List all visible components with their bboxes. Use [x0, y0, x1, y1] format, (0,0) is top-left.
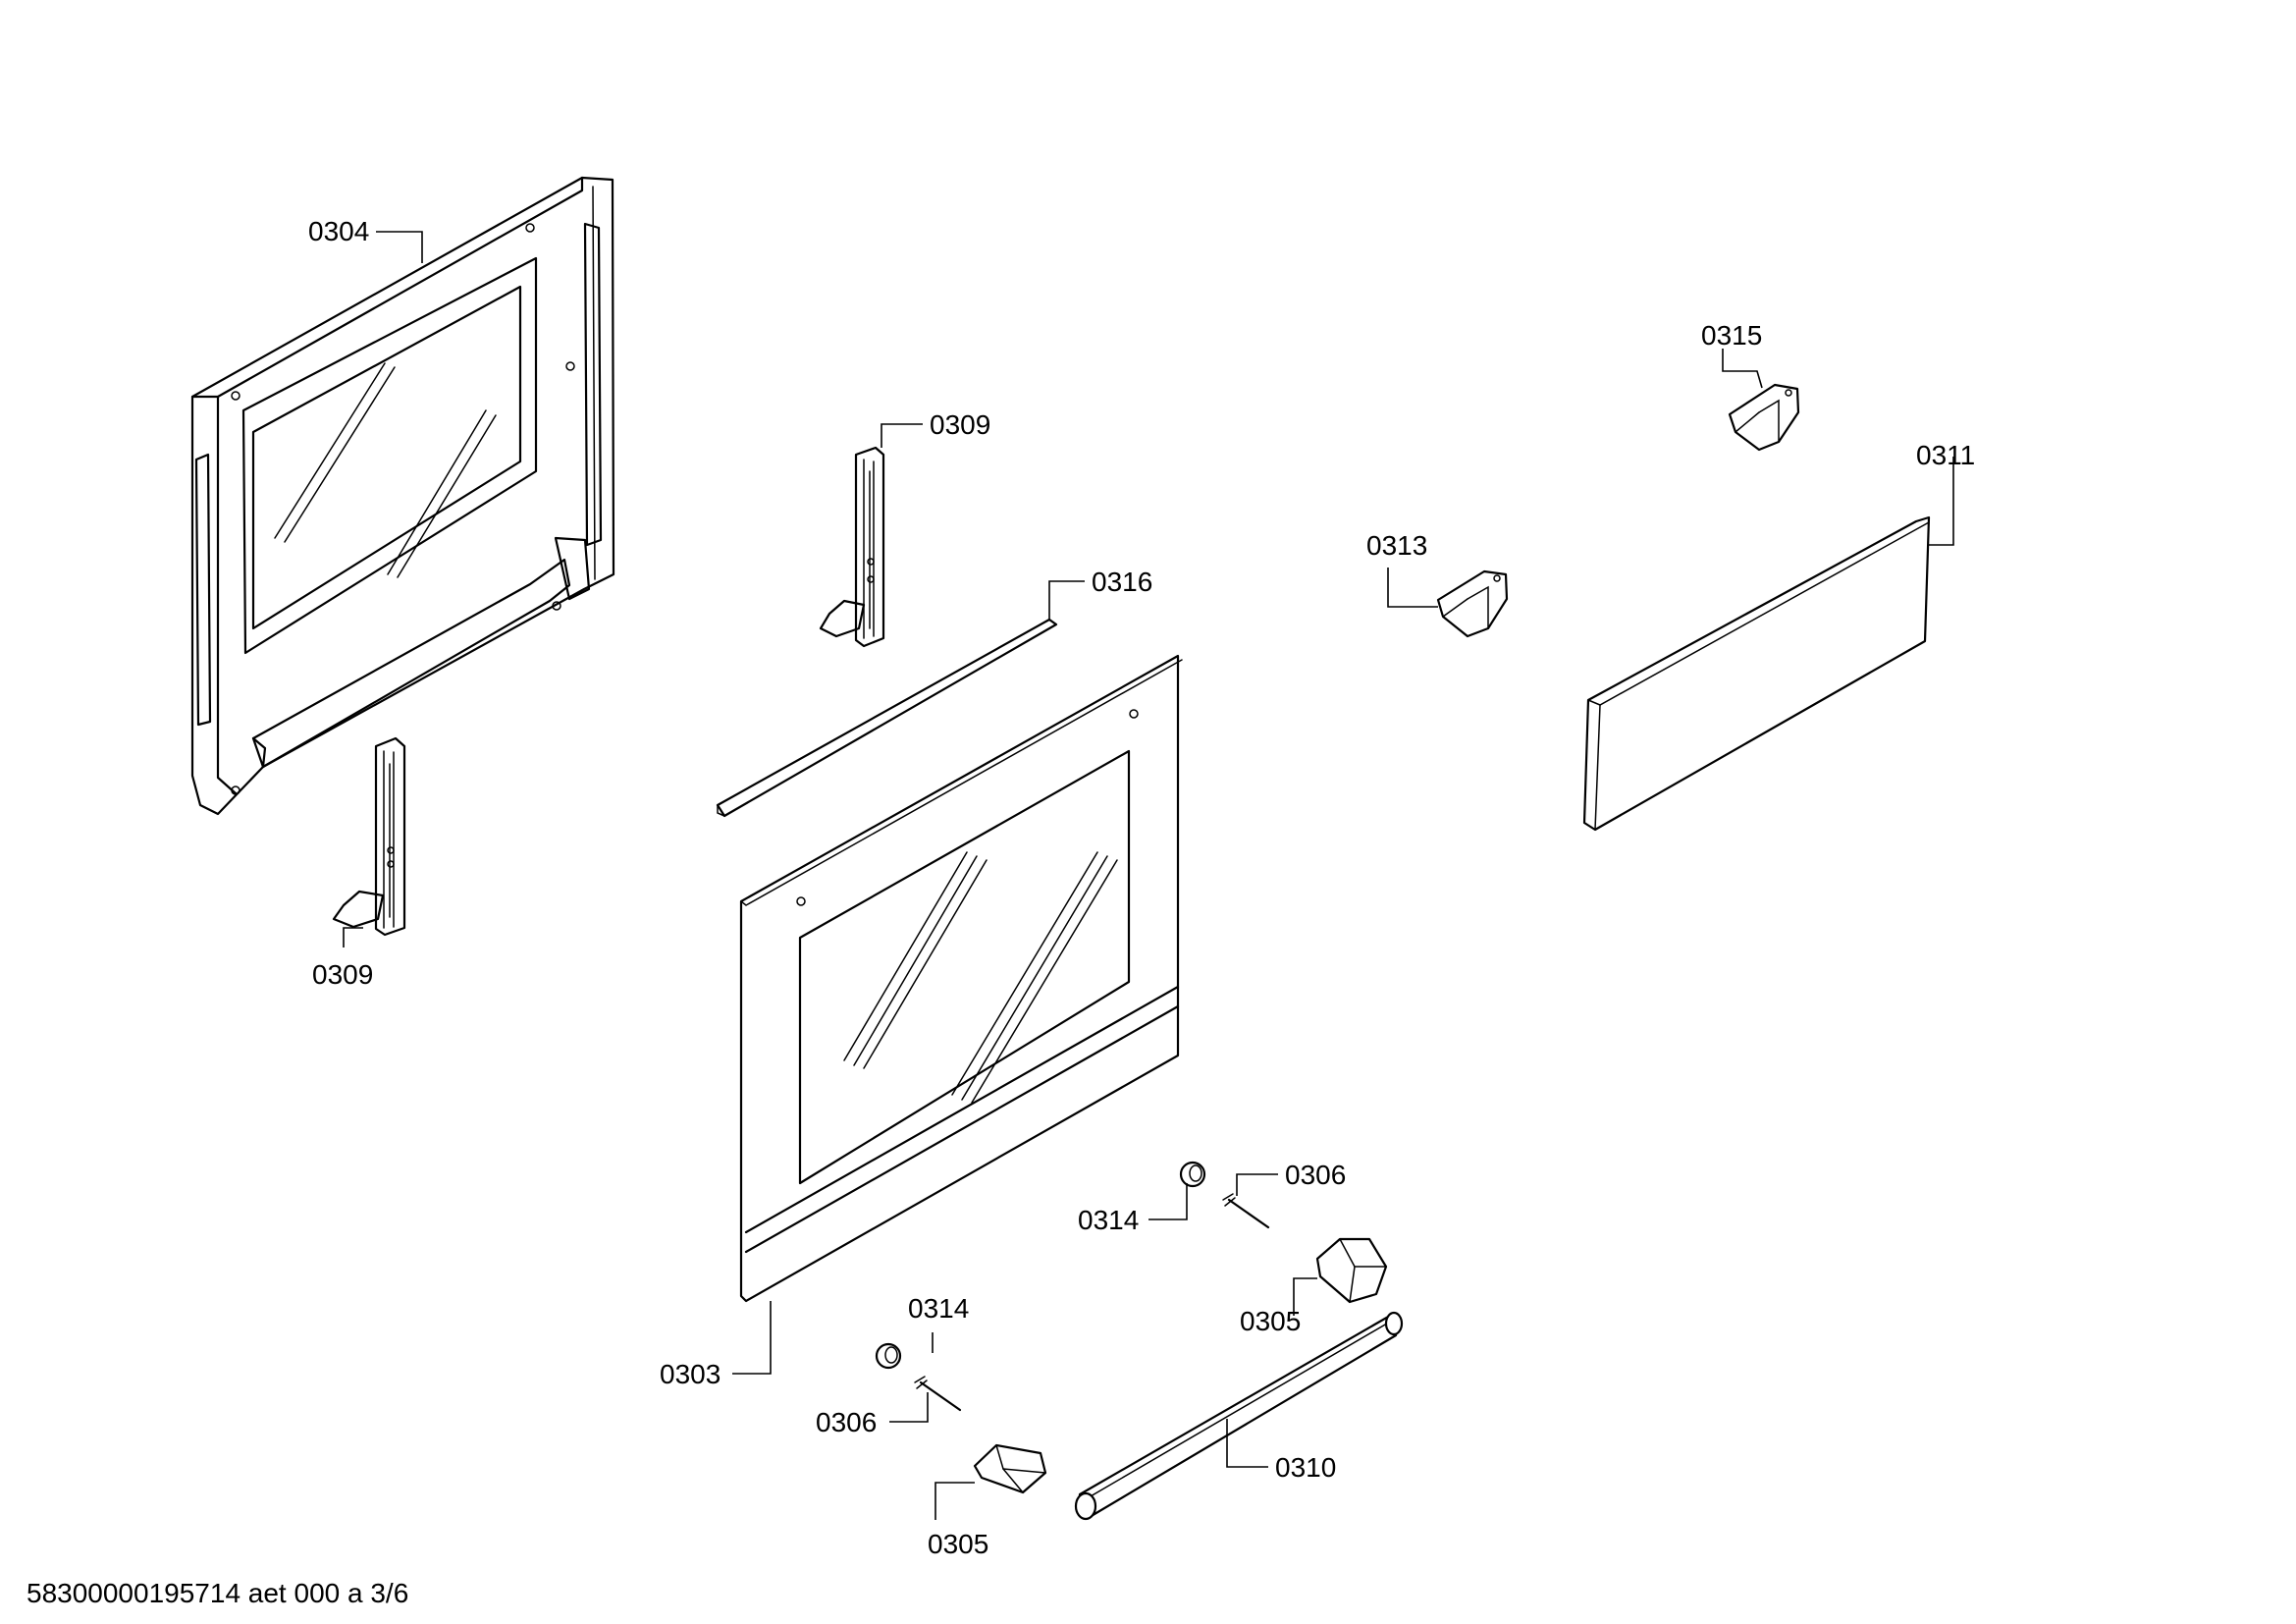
- part-0304-inner-door-frame: [190, 176, 615, 816]
- part-0303-outer-door-glass: [739, 654, 1183, 1303]
- callout-0315: 0315: [1701, 320, 1762, 351]
- callout-0309-upper: 0309: [930, 409, 990, 440]
- part-0310-door-handle: [1074, 1311, 1404, 1521]
- callout-0306-lower: 0306: [816, 1407, 877, 1437]
- document-code: 58300000195714 aet 000 a 3/6: [27, 1578, 408, 1608]
- callout-0303: 0303: [660, 1359, 721, 1389]
- part-0305-handle-cap-upper: [1315, 1237, 1388, 1304]
- callout-0310: 0310: [1275, 1452, 1336, 1483]
- part-0309-hinge-lower: [332, 736, 406, 937]
- part-0315-bracket: [1728, 383, 1800, 452]
- part-0305-handle-cap-lower: [973, 1443, 1047, 1494]
- callout-0314-lower: 0314: [908, 1293, 969, 1324]
- callout-labels: 0304 0309 0309 0316 0315 0313 0311 0314 …: [308, 216, 1975, 1559]
- part-0311-front-panel: [1582, 515, 1931, 832]
- part-0306-screw-upper: [1222, 1193, 1270, 1229]
- part-0306-screw-lower: [914, 1376, 962, 1412]
- callout-0316: 0316: [1092, 567, 1152, 597]
- callout-0305-upper: 0305: [1240, 1306, 1301, 1336]
- part-0309-hinge-upper: [819, 446, 885, 648]
- part-0314-spacer-lower: [875, 1342, 902, 1370]
- callout-0314-upper: 0314: [1078, 1205, 1139, 1235]
- callout-0305-lower: 0305: [928, 1529, 988, 1559]
- part-0316-seal-strip: [716, 618, 1058, 818]
- callout-0311: 0311: [1916, 440, 1975, 470]
- callout-0306-upper: 0306: [1285, 1160, 1346, 1190]
- leader-lines: [343, 231, 1954, 1520]
- part-0314-spacer-upper: [1179, 1161, 1206, 1188]
- callout-0313: 0313: [1366, 530, 1427, 561]
- callout-0304: 0304: [308, 216, 369, 246]
- part-0313-bracket: [1436, 569, 1509, 638]
- callout-0309-lower: 0309: [312, 959, 373, 990]
